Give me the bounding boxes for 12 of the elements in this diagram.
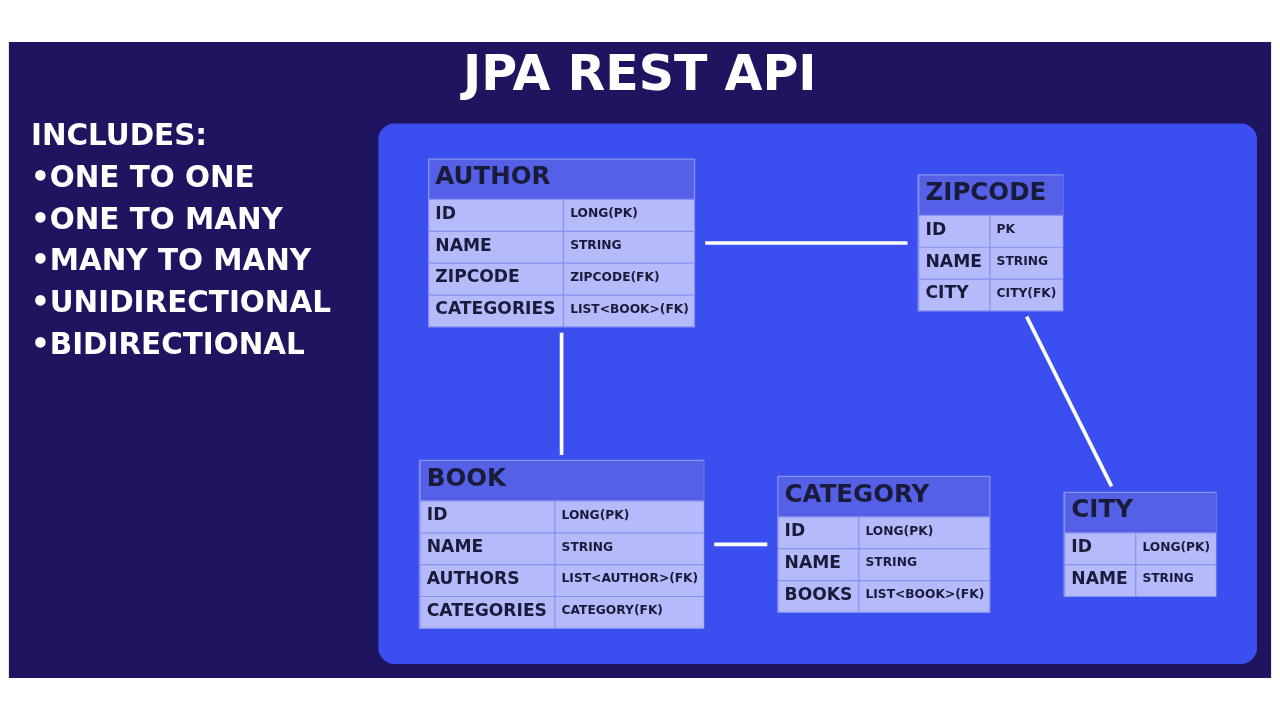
label: •UNIDIRECTIONAL — [30, 284, 331, 319]
label: •ONE TO ONE — [30, 159, 255, 194]
diagram-title: JPA REST API — [462, 44, 817, 102]
connector — [705, 241, 908, 245]
label: •BIDIRECTIONAL — [30, 326, 305, 361]
cluster — [378, 123, 1257, 664]
connector — [1025, 315, 1114, 488]
connector — [714, 542, 768, 547]
connector — [559, 332, 564, 455]
label: •ONE TO MANY — [30, 201, 283, 236]
label: INCLUDES: — [30, 118, 208, 153]
label: •MANY TO MANY — [30, 243, 312, 278]
